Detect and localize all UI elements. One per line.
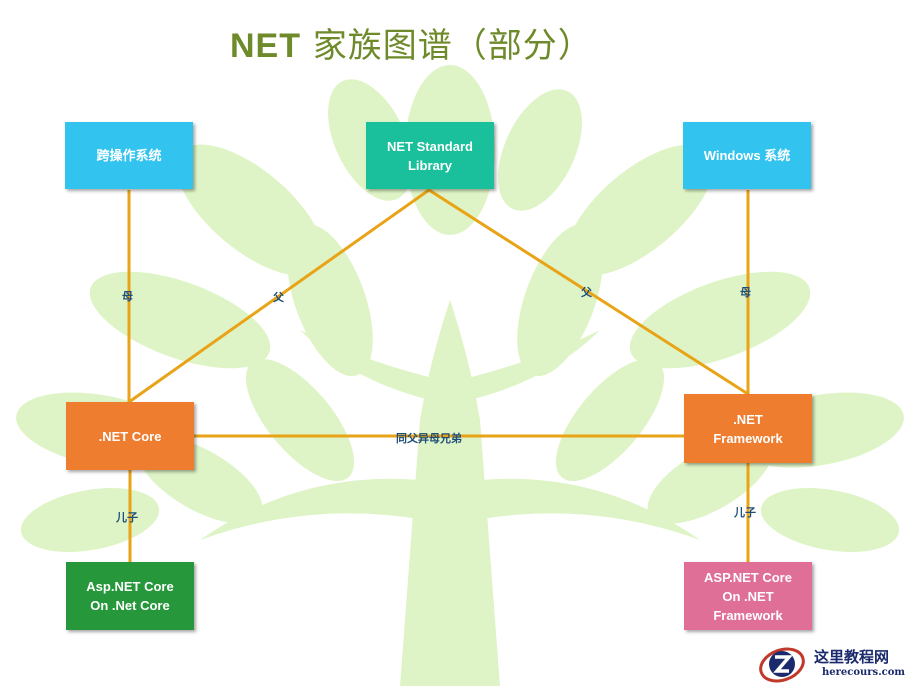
logo-text-cn: 这里教程网 bbox=[814, 648, 890, 666]
z-logo-icon bbox=[759, 647, 805, 683]
node-net-framework-label: .NET Framework bbox=[713, 411, 783, 446]
node-net-core-label: .NET Core bbox=[98, 428, 162, 444]
edge-label-son-left: 儿子 bbox=[116, 511, 138, 524]
node-asp-framework-label: ASP.NET Core On .NET Framework bbox=[704, 569, 792, 623]
edge-label-father-left: 父 bbox=[273, 291, 284, 304]
node-windows-label: Windows 系统 bbox=[703, 148, 791, 163]
edge-father-right bbox=[428, 188, 749, 396]
logo-text-en: herecours.com bbox=[822, 667, 905, 678]
edge-label-mother-left: 母 bbox=[122, 290, 133, 303]
node-asp-core: Asp.NET Core On .Net Core bbox=[66, 562, 194, 630]
site-logo: 这里教程网 herecours.com bbox=[758, 642, 905, 686]
node-asp-core-label: Asp.NET Core On .Net Core bbox=[86, 579, 174, 613]
node-cross-platform: 跨操作系统 bbox=[65, 122, 193, 189]
edge-label-siblings: 同父异母兄弟 bbox=[396, 432, 462, 445]
node-windows: Windows 系统 bbox=[683, 122, 811, 189]
node-asp-framework: ASP.NET Core On .NET Framework bbox=[684, 562, 812, 630]
diagram-title: NET 家族图谱（部分） bbox=[230, 18, 593, 68]
edge-label-mother-right: 母 bbox=[740, 286, 751, 299]
node-cross-platform-label: 跨操作系统 bbox=[96, 148, 162, 163]
title-suffix: 家族图谱（部分） bbox=[312, 26, 593, 66]
node-net-core: .NET Core bbox=[66, 402, 194, 470]
node-net-standard: NET Standard Library bbox=[366, 122, 494, 189]
node-net-framework: .NET Framework bbox=[684, 394, 812, 463]
edge-label-father-right: 父 bbox=[581, 286, 592, 299]
node-net-standard-label: NET Standard Library bbox=[387, 138, 473, 173]
edge-father-left bbox=[128, 188, 430, 404]
edge-label-son-right: 儿子 bbox=[734, 506, 756, 519]
title-prefix: NET bbox=[230, 27, 301, 65]
